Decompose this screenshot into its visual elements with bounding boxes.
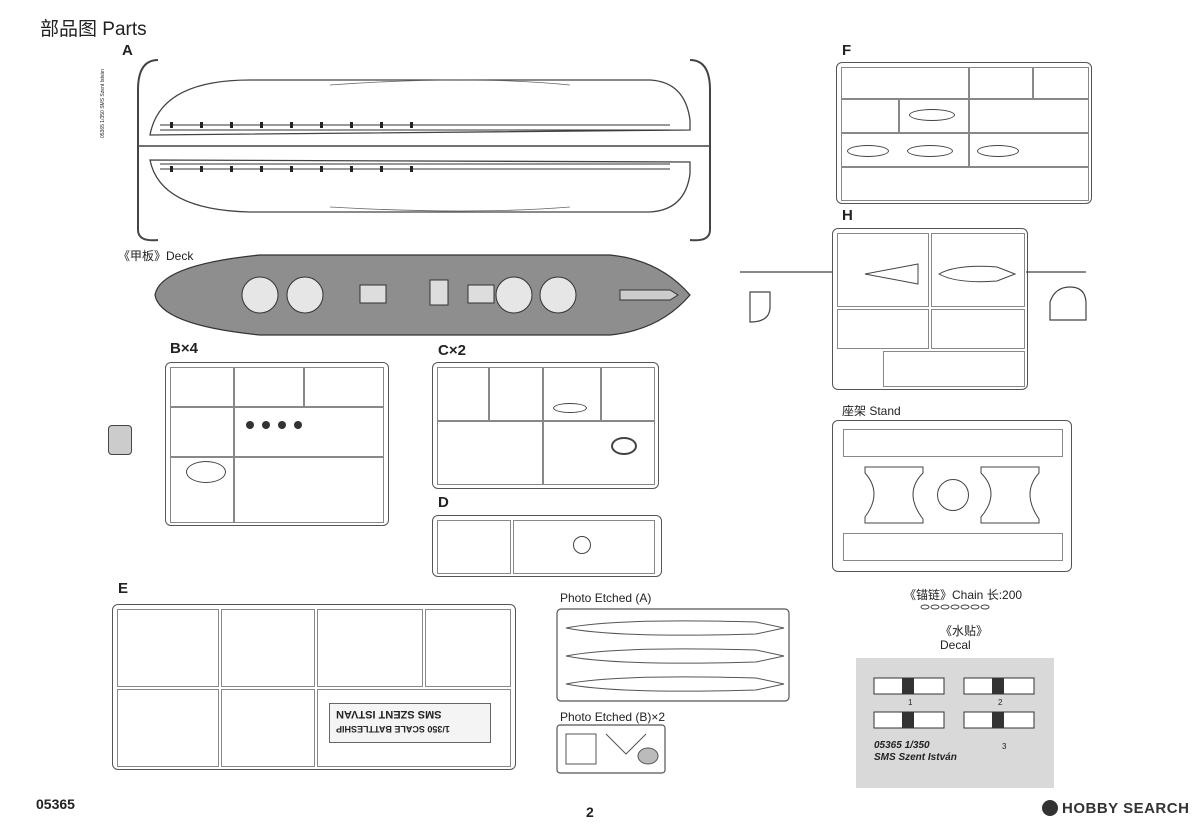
- sprue-e-frame: SMS SZENT ISTVAN 1/350 SCALE BATTLESHIP: [112, 604, 516, 770]
- sprue-c-label: C×2: [438, 342, 466, 359]
- pe-a-label: Photo Etched (A): [560, 591, 652, 605]
- stand-frame: [832, 420, 1072, 572]
- sprue-f-frame: [836, 62, 1092, 204]
- sprue-a-side-text: 05365 1/350 SMS Szent István: [100, 69, 106, 138]
- sprue-b-label: B×4: [170, 340, 198, 357]
- watermark: HOBBY SEARCH: [1062, 800, 1190, 817]
- hobby-search-logo-icon: [1042, 800, 1058, 816]
- sprue-b-frame: [165, 362, 389, 526]
- sprue-h-stand-ends: [740, 271, 1087, 323]
- chain-label: 《锚链》Chain 长:200: [904, 588, 1023, 602]
- sprue-b-gear-part: [108, 425, 132, 455]
- deck-drawing: [154, 254, 691, 336]
- page-title: 部品图 Parts: [40, 19, 147, 40]
- decal-label-en: Decal: [940, 638, 971, 652]
- sprue-f-label: F: [842, 42, 852, 59]
- sprue-h-frame: [832, 228, 1028, 390]
- pe-b-drawing: [556, 724, 666, 774]
- page-number: 2: [586, 804, 594, 820]
- decal-code: 05365 1/350: [874, 740, 930, 751]
- pe-a-drawing: [556, 608, 790, 702]
- decal-number-1: 1: [908, 698, 913, 707]
- pe-b-label: Photo Etched (B)×2: [560, 710, 666, 724]
- sprue-a-drawing: [137, 59, 711, 242]
- deck-label: 《甲板》Deck: [118, 249, 194, 263]
- decal-number-2: 2: [998, 698, 1003, 707]
- chain-drawing: [920, 604, 990, 610]
- decal-ship-name: SMS Szent István: [874, 752, 957, 763]
- sprue-e-nameplate: SMS SZENT ISTVAN 1/350 SCALE BATTLESHIP: [329, 703, 491, 743]
- decal-flags: [873, 677, 1035, 729]
- decal-sheet: 1 2 3 05365 1/350 SMS Szent István: [856, 658, 1054, 788]
- sprue-a-label: A: [122, 42, 133, 59]
- sprue-e-label: E: [118, 580, 129, 597]
- sprue-d-label: D: [438, 494, 449, 511]
- stand-label: 座架 Stand: [842, 404, 901, 418]
- sprue-c-frame: [432, 362, 659, 489]
- decal-label-cn: 《水贴》: [940, 624, 989, 638]
- sprue-h-label: H: [842, 207, 853, 224]
- footer-code: 05365: [36, 796, 75, 812]
- sprue-d-frame: [432, 515, 662, 577]
- decal-number-3: 3: [1002, 742, 1007, 751]
